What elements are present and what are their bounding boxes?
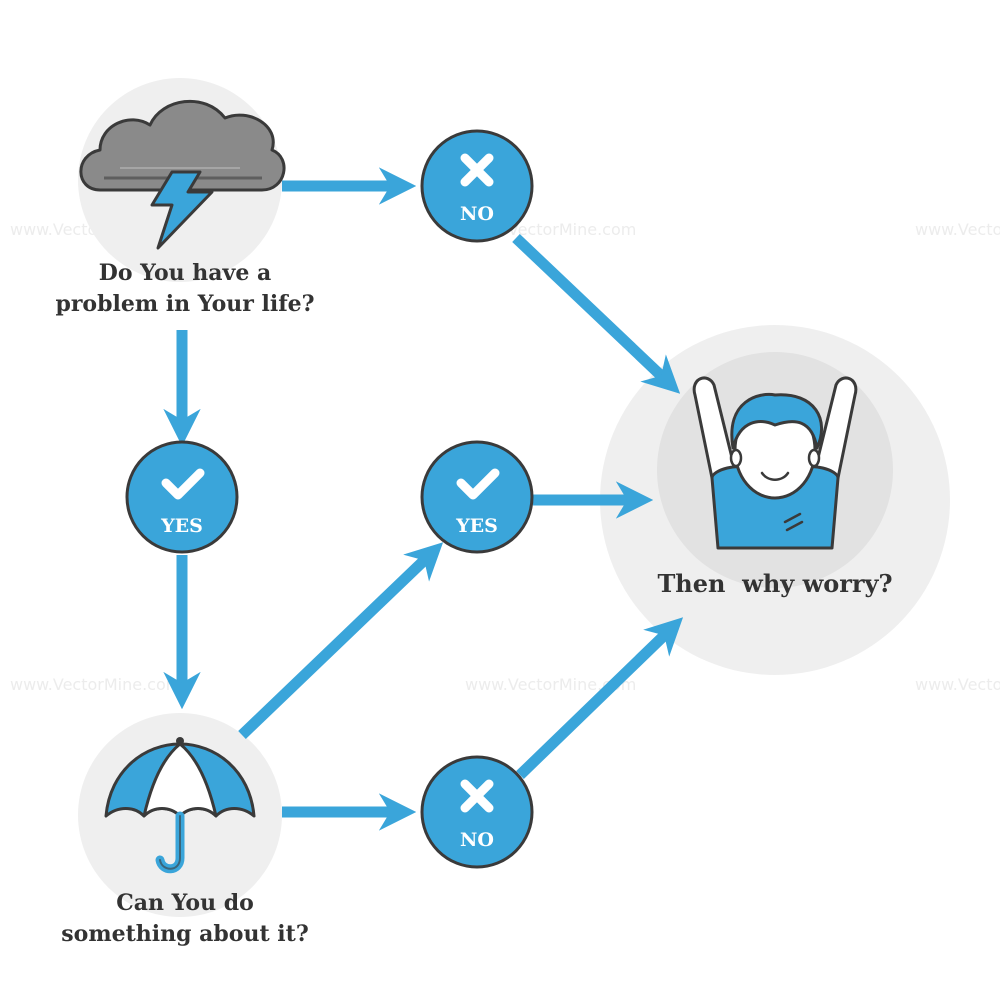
answer-label-no-bottom: NO <box>460 829 494 851</box>
cross-icon <box>460 153 494 187</box>
watermark-text: www.VectorMine.com <box>915 675 1000 694</box>
problem-question-line2: problem in Your life? <box>55 291 315 317</box>
arrow-can-do-to-yes <box>238 542 444 739</box>
answer-node-no-bottom: NO <box>420 755 534 869</box>
watermark-text: www.VectorMine.com <box>915 220 1000 239</box>
check-icon <box>161 468 205 500</box>
check-icon <box>456 468 500 500</box>
cross-icon <box>460 779 494 813</box>
answer-node-yes-left: YES <box>125 440 239 554</box>
can-do-question-line1: Can You do <box>116 890 254 916</box>
answer-label-yes-middle: YES <box>455 515 498 537</box>
watermark-text: www.VectorMine.com <box>465 675 636 694</box>
result-label: Then why worry? <box>657 569 893 598</box>
answer-node-no-top: NO <box>420 129 534 243</box>
watermark-text: www.VectorMine.com <box>10 675 181 694</box>
problem-question-label: Do You have a problem in Your life? <box>30 258 340 320</box>
can-do-question-line2: something about it? <box>61 921 309 947</box>
arrow-no-to-result <box>512 234 681 394</box>
cheering-person-icon <box>692 376 858 550</box>
answer-node-yes-middle: YES <box>420 440 534 554</box>
umbrella-icon <box>104 737 256 874</box>
can-do-question-label: Can You do something about it? <box>30 888 340 950</box>
arrow-no-bottom-to-result <box>516 617 684 779</box>
answer-label-no-top: NO <box>460 203 494 225</box>
answer-label-yes-left: YES <box>160 515 203 537</box>
problem-question-line1: Do You have a <box>98 260 272 286</box>
storm-cloud-icon <box>79 99 286 250</box>
